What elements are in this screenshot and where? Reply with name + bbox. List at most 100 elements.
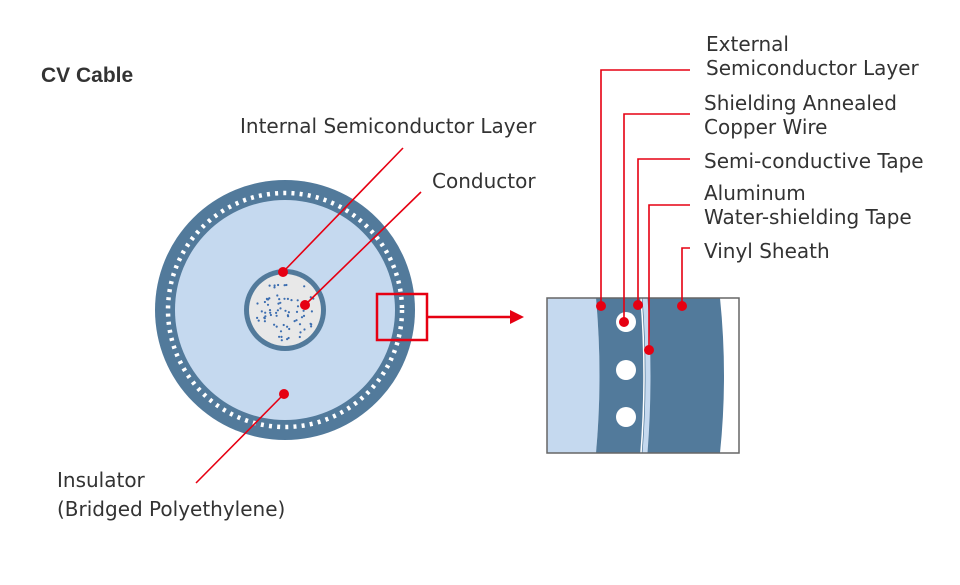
conductor-strand-dot: [265, 297, 268, 300]
marker-insulator: [279, 389, 289, 399]
conductor-strand-dot: [256, 302, 259, 305]
conductor-strand-dot: [310, 310, 313, 313]
conductor-strand-dot: [278, 298, 281, 301]
insulator-band: [547, 298, 600, 453]
conductor-strand-dot: [280, 335, 283, 338]
label-insulator-line1: Insulator: [57, 468, 146, 492]
conductor-strand-dot: [277, 302, 280, 305]
conductor-strand-dot: [302, 309, 305, 312]
conductor-strand-dot: [290, 299, 293, 302]
conductor-strand-dot: [269, 311, 272, 314]
conductor-strand-dot: [276, 309, 279, 312]
conductor-strand-dot: [300, 316, 304, 319]
conductor-strand-dot: [264, 315, 267, 318]
conductor-strand-dot: [295, 319, 298, 322]
conductor-strand-dot: [303, 328, 306, 331]
left-leader-lines: [195, 147, 422, 484]
conductor-strand-dot: [275, 314, 278, 317]
conductor-strand-dot: [266, 303, 270, 306]
conductor-strand-dot: [263, 300, 266, 304]
conductor-strand-dot: [263, 320, 266, 323]
copper-wire-3: [616, 407, 636, 427]
zoom-arrow-head: [510, 310, 524, 324]
conductor-strand-dot: [280, 339, 283, 342]
label-semi-conductive-tape: Semi-conductive Tape: [704, 149, 924, 173]
conductor-strand-dot: [256, 316, 259, 319]
leader-insulator: [195, 393, 285, 484]
label-internal-semiconductor: Internal Semiconductor Layer: [240, 114, 537, 138]
semi-conductive-tape-band: [640, 298, 645, 453]
label-vinyl-sheath: Vinyl Sheath: [704, 239, 830, 263]
conductor-strand-dot: [296, 299, 299, 302]
label-external-semiconductor-line2: Semiconductor Layer: [706, 56, 920, 80]
label-shielding-wire-line2: Copper Wire: [704, 115, 827, 139]
conductor-strand-dot: [286, 297, 289, 300]
conductor-strand-dot: [263, 317, 266, 320]
right-leader-lines: [600, 69, 690, 350]
conductor-strand-dot: [283, 297, 286, 300]
conductor-strand-dot: [278, 335, 281, 338]
conductor-strand-dot: [275, 325, 278, 328]
marker-external-semiconductor: [596, 301, 606, 311]
marker-shielding-wire: [619, 317, 629, 327]
leader-semi-conductive-tape: [637, 158, 690, 305]
label-aluminum-tape-line1: Aluminum: [704, 181, 806, 205]
conductor-strand-dot: [285, 283, 288, 287]
conductor-strand-dot: [264, 311, 267, 314]
label-aluminum-tape-line2: Water-shielding Tape: [704, 205, 912, 229]
marker-internal-semiconductor: [278, 267, 288, 277]
enlarged-section: [547, 298, 739, 453]
label-shielding-wire-line1: Shielding Annealed: [704, 91, 897, 115]
leader-internal-semiconductor: [282, 147, 404, 273]
conductor-strand-dot: [275, 311, 278, 314]
diagram-title: CV Cable: [41, 64, 133, 87]
conductor-strand-dot: [268, 284, 271, 287]
conductor-strand-dot: [284, 309, 287, 312]
conductor-strand-dot: [268, 297, 271, 300]
leader-vinyl-sheath: [681, 247, 690, 306]
conductor-strand-dot: [286, 314, 289, 317]
sheath-band: [596, 298, 724, 453]
conductor-strand-dot: [295, 310, 299, 313]
conductor-strand-dot: [283, 284, 286, 287]
copper-wire-2: [616, 360, 636, 380]
conductor-strand-dot: [282, 323, 285, 327]
conductor-strand-dot: [298, 335, 301, 339]
conductor-strand-dot: [287, 336, 290, 340]
conductor-strand-dot: [260, 310, 263, 313]
marker-aluminum-tape: [644, 345, 654, 355]
conductor-strand-dot: [288, 327, 291, 331]
conductor-strand-dot: [293, 320, 296, 323]
conductor-strands: [256, 283, 315, 342]
leader-shielding-wire: [623, 113, 690, 322]
label-conductor: Conductor: [432, 169, 536, 193]
conductor-strand-dot: [273, 323, 276, 326]
conductor-strand-dot: [276, 294, 279, 297]
conductor-strand-dot: [298, 323, 302, 326]
conductor-strand-dot: [310, 325, 313, 328]
marker-conductor: [300, 300, 310, 310]
aluminum-tape-band: [642, 298, 651, 453]
conductor-strand-dot: [286, 325, 289, 328]
marker-semi-conductive-tape: [633, 300, 643, 310]
conductor-strand-dot: [279, 307, 282, 310]
label-external-semiconductor-line1: External: [706, 32, 789, 56]
leader-conductor: [304, 191, 422, 306]
shielding-wire-ring: [165, 190, 405, 430]
conductor-strand-dot: [268, 309, 272, 312]
conductor-strand-dot: [310, 323, 313, 326]
conductor-strand-dot: [273, 284, 276, 287]
conductor-strand-dot: [277, 283, 280, 287]
conductor-strand-dot: [296, 305, 300, 308]
leader-aluminum-tape: [648, 204, 690, 350]
conductor-strand-dot: [287, 311, 290, 314]
conductor-strand-dot: [299, 331, 302, 334]
conductor-strand-dot: [302, 314, 306, 317]
label-insulator-line2: (Bridged Polyethylene): [57, 497, 285, 521]
conductor-strand-dot: [303, 285, 306, 288]
leader-external-semiconductor: [600, 69, 690, 306]
conductor-strand-dot: [273, 286, 276, 289]
marker-vinyl-sheath: [677, 301, 687, 311]
